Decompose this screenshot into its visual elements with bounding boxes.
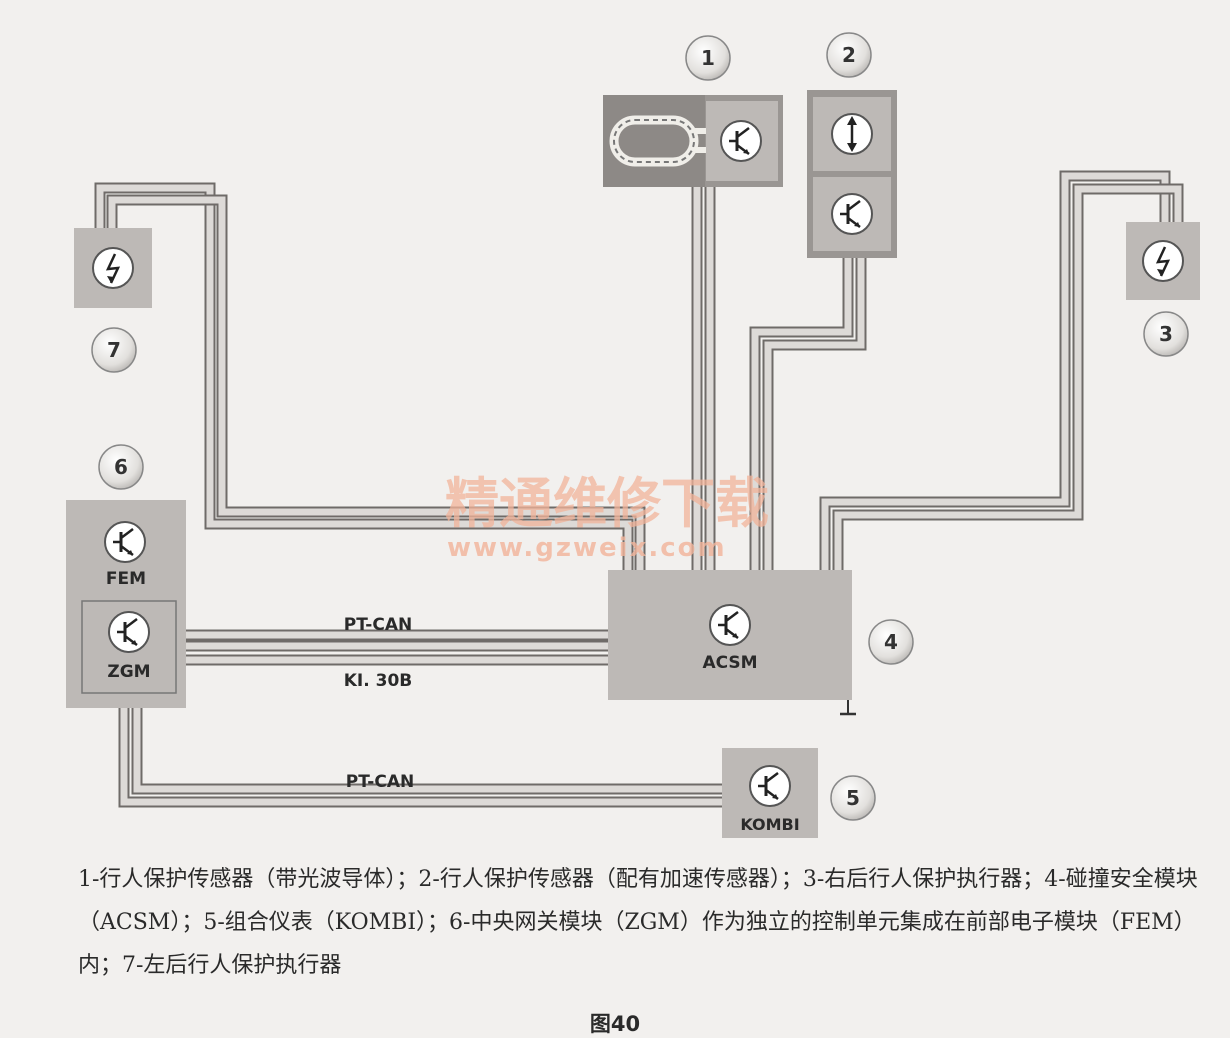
svg-text:5: 5: [846, 786, 860, 810]
wire-ptcan-zgm-kombi: [118, 708, 722, 808]
wire-sensor-1-to-acsm: [691, 186, 716, 570]
watermark: 精通维修下载 www.gzweix.com: [445, 471, 769, 563]
lightning-actuator-icon: [91, 246, 135, 290]
zgm-label: ZGM: [107, 662, 150, 682]
actuator-7-module: [74, 228, 152, 308]
wire-actuator-7-to-acsm: [94, 182, 646, 570]
fiber-optic-loop-icon: [609, 115, 706, 167]
transistor-icon: [830, 192, 874, 236]
kombi-module: KOMBI: [722, 748, 818, 838]
actuator-3-module: [1126, 222, 1200, 300]
wiring-diagram: 精通维修下载 www.gzweix.com: [66, 32, 1200, 838]
pt-can-label: PT-CAN: [344, 615, 412, 635]
figure-caption: 1-行人保护传感器（带光波导体）；2-行人保护传感器（配有加速传感器）；3-右后…: [78, 867, 1198, 978]
svg-text:7: 7: [107, 338, 121, 362]
transistor-icon: [719, 119, 763, 163]
sensor-1-module: [603, 95, 783, 187]
kombi-label: KOMBI: [740, 815, 799, 834]
badge-1: 1: [685, 35, 731, 81]
sensor-2-module: [807, 90, 897, 258]
svg-text:精通维修下载: 精通维修下载: [445, 471, 769, 535]
kl30b-label: KI. 30B: [344, 671, 413, 691]
acsm-label: ACSM: [702, 653, 757, 673]
transistor-icon: [748, 764, 792, 808]
wire-actuator-3-to-acsm: [819, 170, 1184, 570]
transistor-icon: [107, 610, 151, 654]
acsm-module: ACSM: [608, 570, 852, 700]
badge-5: 5: [830, 775, 876, 821]
transistor-icon: [708, 603, 752, 647]
fem-zgm-module: FEM ZGM: [66, 500, 186, 708]
badge-7: 7: [91, 327, 137, 373]
badge-2: 2: [826, 32, 872, 78]
badge-6: 6: [98, 444, 144, 490]
wire-sensor-2-to-acsm: [749, 258, 867, 570]
svg-text:1: 1: [701, 46, 715, 70]
wires: [94, 170, 1184, 808]
svg-text:6: 6: [114, 455, 128, 479]
wire-ptcan-zgm-acsm: [186, 629, 608, 652]
svg-text:2: 2: [842, 43, 856, 67]
svg-text:www.gzweix.com: www.gzweix.com: [447, 533, 727, 563]
pt-can-label: PT-CAN: [346, 772, 414, 792]
ground-icon: [840, 700, 856, 716]
svg-text:3: 3: [1159, 322, 1173, 346]
fem-label: FEM: [106, 569, 146, 589]
badge-3: 3: [1143, 311, 1189, 357]
figure-label: 图40: [589, 1012, 641, 1036]
svg-text:4: 4: [884, 630, 898, 654]
acceleration-arrow-icon: [831, 113, 873, 155]
transistor-icon: [103, 520, 147, 564]
badge-4: 4: [868, 619, 914, 665]
lightning-actuator-icon: [1141, 239, 1185, 283]
